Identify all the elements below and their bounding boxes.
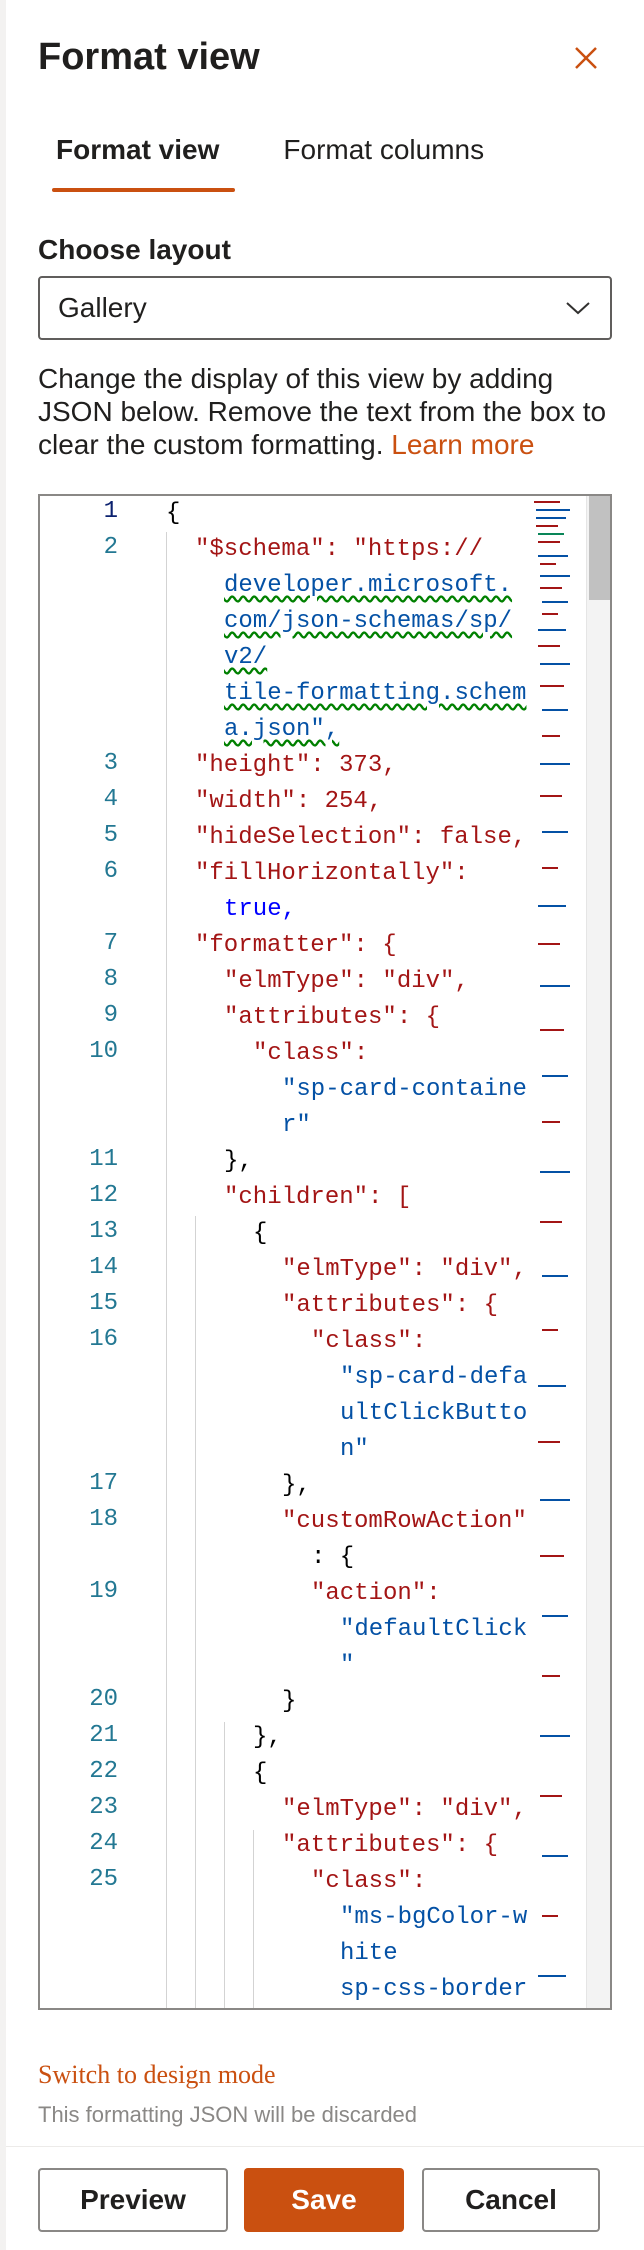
code-line: developer.microsoft. [224,572,513,599]
code-line: { [166,500,181,527]
line-number: 7 [103,930,118,957]
code-line: : { [311,1544,355,1571]
code-line: "class": [253,1040,369,1067]
code-line: "elmType": "div", [282,1796,527,1823]
chevron-down-icon [564,298,592,318]
choose-layout-label: Choose layout [38,234,231,265]
code-line: { [253,1760,268,1787]
line-number: 23 [89,1794,118,1821]
layout-dropdown-value: Gallery [58,292,147,323]
tab-list: Format view Format columns [38,128,530,192]
code-line: "formatter": { [195,932,397,959]
code-line: a.json", [224,716,340,743]
tab-format-columns[interactable]: Format columns [283,134,485,165]
code-line: "$schema": "https:// [195,536,484,563]
code-line: "customRowAction" [282,1508,527,1535]
save-button[interactable]: Save [244,2168,404,2232]
line-number: 9 [103,1002,118,1029]
code-line: { [253,1220,268,1247]
code-area: { "$schema": "https:// developer.microso… [40,496,530,2008]
code-line: "hideSelection": false, [195,824,527,851]
code-line: }, [224,1148,253,1175]
code-line: "width": 254, [195,788,383,815]
code-line: "attributes": { [224,1004,441,1031]
cancel-button[interactable]: Cancel [422,2168,600,2232]
line-number: 11 [89,1146,118,1173]
panel-title: Format view [38,36,260,78]
line-number: 15 [89,1290,118,1317]
code-line: "height": 373, [195,752,397,779]
code-line: "sp-card-containe [282,1076,527,1103]
indent-guide [166,532,167,2008]
line-number: 10 [89,1038,118,1065]
line-number: 19 [89,1578,118,1605]
close-icon [575,47,597,69]
code-line: "fillHorizontally": [195,860,469,887]
line-number: 1 [103,498,118,525]
code-line: "children": [ [224,1184,412,1211]
code-line: }, [253,1724,282,1751]
code-line: com/json-schemas/sp/ [224,608,513,635]
code-line: ultClickButto [340,1400,528,1427]
code-line: v2/ [224,644,268,671]
code-line: tile-formatting.schem [224,680,527,707]
indent-guide [195,1216,196,2008]
code-line: "attributes": { [282,1832,499,1859]
line-number: 6 [103,858,118,885]
tab-format-view[interactable]: Format view [38,128,237,192]
code-line: r" [282,1112,311,1139]
code-line: "sp-card-defa [340,1364,528,1391]
layout-dropdown[interactable]: Gallery [38,276,612,340]
line-number-gutter: 1 2 3 4 5 6 7 8 9 10 11 12 13 14 15 16 1… [40,496,140,2008]
editor-scrollbar[interactable] [586,496,610,2008]
code-line: hite [340,1940,398,1967]
code-line: }, [282,1472,311,1499]
code-line: true, [224,896,297,923]
line-number: 20 [89,1686,118,1713]
line-number: 16 [89,1326,118,1353]
line-number: 24 [89,1830,118,1857]
line-number: 21 [89,1722,118,1749]
code-line: "defaultClick [340,1616,528,1643]
code-line: } [282,1688,297,1715]
line-number: 18 [89,1506,118,1533]
line-number: 2 [103,534,118,561]
line-number: 4 [103,786,118,813]
code-line: "elmType": "div", [224,968,469,995]
panel-left-edge [0,0,6,2250]
editor-scrollbar-thumb[interactable] [589,496,610,600]
code-line: " [340,1652,355,1679]
code-line: "elmType": "div", [282,1256,527,1283]
learn-more-link[interactable]: Learn more [391,429,535,460]
footer-divider [6,2146,644,2147]
code-line: "ms-bgColor-w [340,1904,528,1931]
json-code-editor[interactable]: 1 2 3 4 5 6 7 8 9 10 11 12 13 14 15 16 1… [38,494,612,2010]
line-number: 3 [103,750,118,777]
indent-guide [253,1830,254,2008]
switch-to-design-mode-link[interactable]: Switch to design mode [38,2060,276,2089]
line-number: 22 [89,1758,118,1785]
code-line: "class": [311,1868,427,1895]
format-view-panel: Format view Format view Format columns C… [6,0,644,2250]
code-minimap[interactable] [530,496,578,2008]
code-line: "action": [311,1580,441,1607]
line-number: 13 [89,1218,118,1245]
code-line: sp-css-border [340,1976,528,2003]
code-line: n" [340,1436,369,1463]
line-number: 8 [103,966,118,993]
close-button[interactable] [566,38,606,78]
description-body: Change the display of this view by addin… [38,363,607,460]
discard-note: This formatting JSON will be discarded [38,2102,418,2127]
line-number: 12 [89,1182,118,1209]
description-text: Change the display of this view by addin… [38,362,618,461]
code-line: "attributes": { [282,1292,499,1319]
line-number: 17 [89,1470,118,1497]
indent-guide [224,1722,225,2008]
line-number: 25 [89,1866,118,1893]
line-number: 14 [89,1254,118,1281]
preview-button[interactable]: Preview [38,2168,228,2232]
line-number: 5 [103,822,118,849]
code-line: "class": [311,1328,427,1355]
